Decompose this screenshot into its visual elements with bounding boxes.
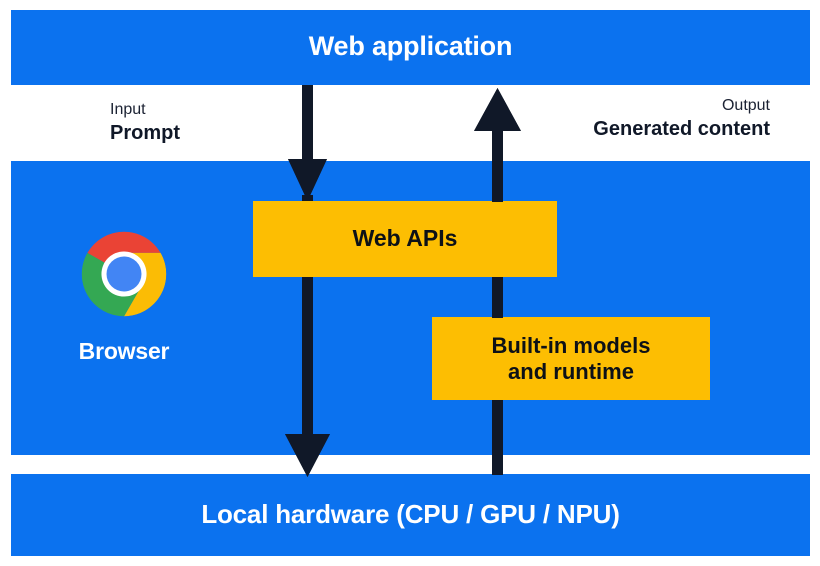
builtin-models-line1: Built-in models (491, 332, 651, 358)
chrome-logo-icon (81, 231, 167, 317)
builtin-models-box-label: Built-in models and runtime (492, 333, 651, 385)
input-flow-value: Prompt (110, 122, 180, 144)
web-application-band (11, 10, 810, 85)
web-apis-box[interactable]: Web APIs (253, 201, 557, 277)
input-flow-label: Input Prompt (110, 100, 180, 146)
output-flow-label: Output Generated content (593, 96, 770, 142)
local-hardware-label: Local hardware (CPU / GPU / NPU) (201, 499, 620, 529)
down-arrow-upper-stem (302, 85, 313, 161)
web-application-label: Web application (308, 31, 513, 61)
browser-group: Browser (64, 228, 184, 365)
output-flow-kind: Output (721, 97, 770, 114)
local-hardware-band (11, 474, 810, 556)
output-flow-value: Generated content (593, 118, 770, 140)
web-apis-box-label: Web APIs (352, 225, 458, 252)
input-flow-kind: Input (110, 101, 146, 118)
up-arrowhead-top (474, 88, 521, 131)
builtin-models-box[interactable]: Built-in models and runtime (432, 317, 710, 400)
builtin-models-line2: and runtime (508, 358, 634, 384)
browser-label: Browser (78, 338, 170, 364)
